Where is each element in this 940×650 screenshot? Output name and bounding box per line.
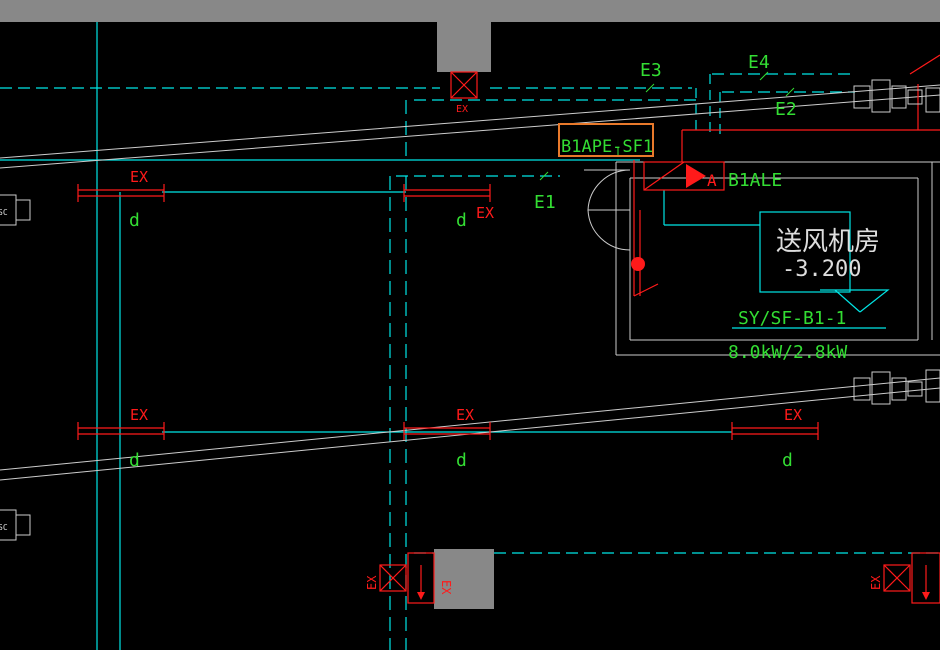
valve-bottom-right-2 (871, 371, 891, 405)
door-swing (587, 169, 631, 211)
valve-bottom-right-5 (925, 369, 940, 403)
label-d-5: d (782, 450, 793, 471)
label-ex-1: EX (130, 168, 148, 186)
label-d-4: d (456, 450, 467, 471)
valve-bottom-right-4 (907, 381, 923, 397)
label-ex-vertical-1: EX (365, 575, 379, 590)
exhaust-riser-left (407, 552, 435, 604)
fan-unit-diag (643, 161, 685, 191)
label-d-3: d (129, 450, 140, 471)
label-room-name: 送风机房 (776, 227, 880, 257)
fan-feed-red-3 (909, 54, 940, 75)
exhaust-box-br-x2 (883, 564, 911, 592)
valve-top-right-1 (853, 85, 871, 109)
sc-box-bottom-outer (15, 514, 31, 536)
exhaust-box-bottom-right (883, 564, 911, 592)
leader-e2 (785, 87, 795, 97)
valve-top-right-5 (925, 87, 940, 113)
label-e1: E1 (534, 192, 556, 213)
label-d-1: d (129, 210, 140, 231)
fan-arrow-triangle (686, 164, 706, 188)
label-ex-vertical-2: EX (439, 580, 453, 595)
leader-e3 (645, 83, 655, 93)
label-ex-5: EX (784, 406, 802, 424)
label-ex-4: EX (456, 406, 474, 424)
sc-box-top-outer (15, 199, 31, 221)
label-e4: E4 (748, 52, 770, 73)
label-e2: E2 (775, 99, 797, 120)
white-diagonal-1 (0, 84, 940, 159)
exhaust-box-top-x2 (450, 71, 478, 99)
label-d-2: d (456, 210, 467, 231)
label-sc-top: SC (0, 208, 8, 217)
label-ex-2: EX (476, 204, 494, 222)
exhaust-box-bl-x2 (379, 564, 407, 592)
label-e3: E3 (640, 60, 662, 81)
label-equipment-id: SY/SF-B1-1 (738, 308, 846, 329)
label-ex-vertical-3: EX (869, 575, 883, 590)
label-equipment-power: 8.0kW/2.8kW (728, 342, 847, 363)
fan-room-marker (820, 289, 890, 313)
column-top (437, 22, 491, 72)
label-ex-top-box: EX (456, 104, 468, 115)
leader-e4 (759, 71, 769, 81)
exhaust-riser-right (911, 552, 940, 604)
valve-bottom-right-3 (891, 377, 907, 401)
label-ex-3: EX (130, 406, 148, 424)
exhaust-box-bottom-left (379, 564, 407, 592)
label-room-level: -3.200 (782, 257, 861, 282)
label-panel-ape: B1APE-SF1 (561, 137, 653, 157)
fan-room-marker-line (834, 289, 861, 313)
label-arrow-a: A (707, 171, 717, 190)
white-diagonal-3 (0, 377, 940, 471)
fan-room-box (759, 211, 851, 293)
label-sc-bottom: SC (0, 523, 8, 532)
leader-e1 (539, 171, 549, 181)
highlighted-panel-label[interactable] (558, 123, 654, 157)
valve-bottom-right-1 (853, 377, 871, 401)
valve-top-right-2 (871, 79, 891, 113)
exhaust-box-top (450, 71, 478, 99)
arrow-head-right (922, 592, 930, 600)
top-beam (0, 0, 940, 22)
valve-top-right-4 (907, 89, 923, 105)
valve-top-right-3 (891, 85, 907, 109)
door-swing-2 (587, 209, 631, 251)
red-riser-3 (633, 283, 659, 297)
sensor-dot (631, 257, 645, 271)
column-bottom (434, 549, 494, 609)
arrow-head-left (417, 592, 425, 600)
label-panel-ale: B1ALE (728, 170, 782, 191)
white-diagonal-2 (0, 94, 940, 169)
